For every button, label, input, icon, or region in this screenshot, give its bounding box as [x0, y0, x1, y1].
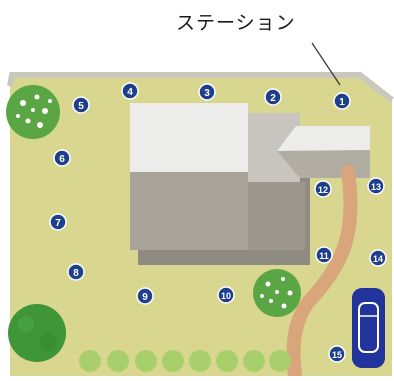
marker-circle — [369, 249, 387, 267]
tree-top-left — [6, 85, 60, 139]
marker-number: 10 — [221, 291, 231, 301]
marker-number: 2 — [270, 93, 276, 104]
marker-number: 9 — [142, 292, 148, 303]
marker-circle — [49, 213, 67, 231]
marker-13: 13 — [367, 177, 385, 195]
marker-number: 15 — [332, 350, 342, 360]
lawn-border — [7, 72, 394, 103]
marker-number: 1 — [339, 97, 345, 108]
marker-number: 5 — [78, 101, 84, 112]
marker-circle — [264, 88, 282, 106]
marker-2: 2 — [264, 88, 282, 106]
tree-center — [253, 269, 301, 317]
marker-6: 6 — [53, 149, 71, 167]
marker-number: 3 — [204, 88, 210, 99]
marker-circle — [314, 180, 332, 198]
marker-circle — [315, 246, 333, 264]
house-lower-right — [248, 182, 305, 250]
hedge-shrub — [189, 350, 211, 372]
marker-number: 6 — [59, 154, 65, 165]
marker-circle — [328, 345, 346, 363]
marker-number: 13 — [371, 182, 381, 192]
hedge-shrub — [79, 350, 101, 372]
marker-4: 4 — [121, 82, 139, 100]
hedge-shrub — [135, 350, 157, 372]
house-roof-main — [130, 103, 248, 172]
marker-number: 8 — [73, 268, 79, 279]
hedge-shrub — [216, 350, 238, 372]
marker-circle — [136, 287, 154, 305]
house-lower-left — [130, 168, 248, 250]
hedge-shrub — [269, 350, 291, 372]
callout-leader-line — [311, 42, 341, 86]
marker-number: 12 — [318, 185, 328, 195]
hedge-row — [79, 350, 291, 372]
marker-number: 4 — [127, 87, 133, 98]
marker-15: 15 — [328, 345, 346, 363]
marker-10: 10 — [217, 286, 235, 304]
marker-circle — [67, 263, 85, 281]
hedge-shrub — [162, 350, 184, 372]
driveway-path — [286, 165, 358, 381]
marker-circle — [72, 96, 90, 114]
marker-11: 11 — [315, 246, 333, 264]
marker-14: 14 — [369, 249, 387, 267]
hedge-shrub — [107, 350, 129, 372]
carport-roof — [277, 126, 370, 151]
house-roof-annex — [248, 113, 300, 182]
marker-circle — [333, 92, 351, 110]
marker-circle — [121, 82, 139, 100]
house — [130, 103, 370, 265]
hedge-shrub — [243, 350, 265, 372]
marker-7: 7 — [49, 213, 67, 231]
marker-number: 11 — [319, 251, 329, 261]
marker-number: 7 — [55, 218, 61, 229]
marker-1: 1 — [333, 92, 351, 110]
marker-circle — [217, 286, 235, 304]
marker-circle — [367, 177, 385, 195]
marker-3: 3 — [198, 83, 216, 101]
marker-8: 8 — [67, 263, 85, 281]
marker-number: 14 — [373, 254, 383, 264]
marker-circle — [53, 149, 71, 167]
marker-12: 12 — [314, 180, 332, 198]
station-callout-label: ステーション — [176, 13, 296, 34]
car — [352, 288, 385, 368]
tree-bottom-left — [8, 304, 66, 362]
marker-5: 5 — [72, 96, 90, 114]
marker-circle — [198, 83, 216, 101]
marker-9: 9 — [136, 287, 154, 305]
